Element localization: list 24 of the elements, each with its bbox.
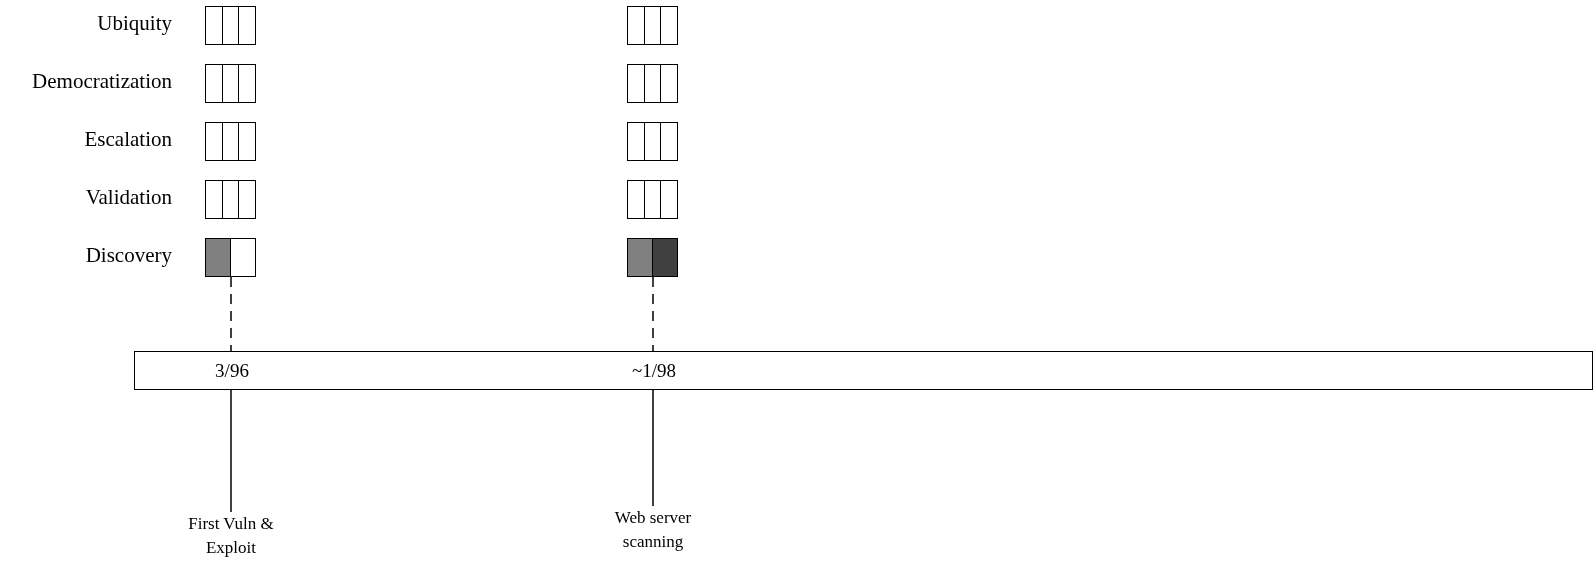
event-label: Web server scanning <box>592 506 714 556</box>
segmented-box <box>205 238 256 277</box>
connector-line <box>652 389 654 507</box>
connector-line <box>230 389 232 513</box>
date-label: 3/96 <box>215 360 249 382</box>
row-label: Ubiquity <box>97 11 172 36</box>
segmented-box <box>205 122 256 161</box>
segmented-box <box>205 6 256 45</box>
segmented-box <box>627 6 678 45</box>
segmented-box <box>627 238 678 277</box>
segmented-box <box>627 122 678 161</box>
row-label: Democratization <box>32 69 172 94</box>
segmented-box <box>627 180 678 219</box>
row-label: Validation <box>85 185 172 210</box>
segmented-box <box>205 64 256 103</box>
dashed-connector <box>652 276 654 352</box>
timeline-bar <box>134 351 1593 390</box>
row-label: Discovery <box>85 243 172 268</box>
dashed-connector <box>230 276 232 352</box>
row-label: Escalation <box>84 127 172 152</box>
date-label: ~1/98 <box>631 360 677 382</box>
segmented-box <box>627 64 678 103</box>
segmented-box <box>205 180 256 219</box>
event-label: First Vuln & Exploit <box>181 512 281 561</box>
